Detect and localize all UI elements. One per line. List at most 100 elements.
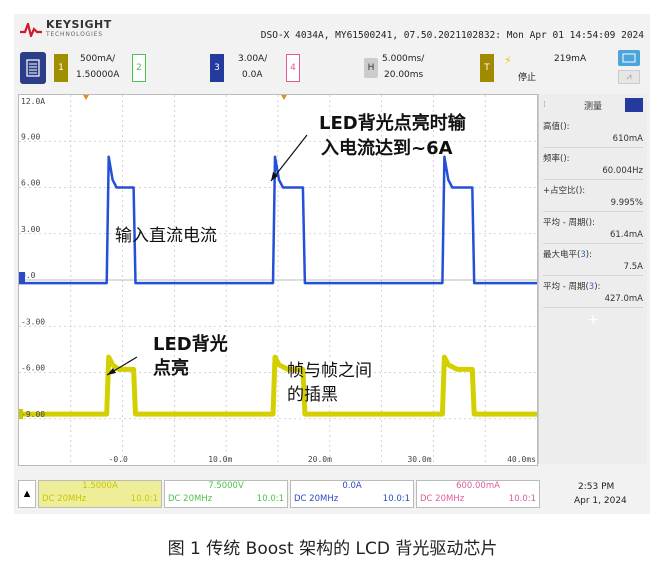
- measurement-value: 61.4mA: [543, 230, 643, 244]
- horizontal-scale: 5.000ms/: [382, 54, 425, 64]
- trigger-edge-icon: ⚡: [504, 54, 512, 67]
- brand-logo: KEYSIGHT TECHNOLOGIES: [20, 18, 112, 40]
- waveform-icon[interactable]: ⩘: [618, 70, 640, 84]
- bottom-bar: ▲ 1.5000A DC 20MHz 10.0:1 7.5000V DC 20MHz 10…: [18, 476, 646, 512]
- arrowhead-icon: [271, 172, 278, 181]
- y-tick-label: -6.00: [21, 364, 45, 373]
- brand-sub: TECHNOLOGIES: [46, 31, 103, 38]
- channel-info-cell[interactable]: 7.5000V DC 20MHz 10.0:1: [164, 480, 288, 508]
- y-tick-label: 0.0: [21, 271, 36, 280]
- trigger-level: 219mA: [554, 54, 587, 64]
- x-tick-label: 10.0m: [208, 455, 232, 464]
- trace-channel-3: [19, 155, 537, 285]
- trace-channel-1: [19, 354, 537, 417]
- channel-info-offset: 600.00mA: [456, 481, 500, 491]
- clock-date: Apr 1, 2024: [574, 496, 627, 506]
- ch3-ground-marker: [19, 272, 25, 284]
- control-row: 1 500mA/ 1.50000A 2 3 3.00A/ 0.0A 4 H 5.…: [14, 50, 650, 90]
- x-tick-label: -0.0: [109, 455, 128, 464]
- menu-button[interactable]: [20, 52, 46, 84]
- run-status: 停止: [518, 73, 537, 83]
- y-tick-label: 6.00: [21, 179, 40, 188]
- annotation-led-current: LED背光点亮时输 入电流达到~6A: [319, 111, 466, 161]
- measurement-value: 60.004Hz: [543, 166, 643, 180]
- y-tick-label: -9.00: [21, 410, 45, 419]
- annotation-black-line2: 的插黑: [287, 385, 338, 405]
- channel-info-probe: 10.0:1: [508, 494, 536, 504]
- channel-info-offset: 7.5000V: [208, 481, 244, 491]
- y-tick-label: -3.00: [21, 317, 45, 326]
- channel-info-probe: 10.0:1: [130, 494, 158, 504]
- y-tick-label: 9.00: [21, 132, 40, 141]
- measurement-header: ⁞ 测量: [539, 94, 647, 116]
- annotation-led-current-line2: 入电流达到~6A: [321, 138, 453, 159]
- ch3-offset: 0.0A: [242, 70, 263, 80]
- trigger-button[interactable]: T: [480, 54, 494, 82]
- horizontal-delay: 20.00ms: [384, 70, 424, 80]
- ch1-scale: 500mA/: [80, 54, 116, 64]
- channel-info-offset: 0.0A: [342, 481, 362, 491]
- annotation-led-on: LED背光 点亮: [153, 333, 228, 381]
- keysight-wave-icon: [20, 23, 42, 37]
- ch1-offset: 1.50000A: [76, 70, 120, 80]
- delay-marker: [281, 95, 287, 100]
- waveform-plot: 12.0A 9.00 6.00 3.00 0.0 -3.00 -6.00 -9.00 -0.0…: [18, 95, 538, 465]
- channel-info-offset: 1.5000A: [82, 481, 118, 491]
- measurement-label: 平均 - 周期(3):: [543, 282, 601, 292]
- channel-4-button[interactable]: 4: [286, 54, 300, 82]
- y-tick-label: 12.0A: [21, 97, 45, 106]
- figure-caption: 图 1 传统 Boost 架构的 LCD 背光驱动芯片: [167, 539, 498, 559]
- channel-info-bandwidth: DC 20MHz: [42, 494, 87, 504]
- measurement-value: 9.995%: [543, 198, 643, 212]
- channel-3-button[interactable]: 3: [210, 54, 224, 82]
- clock-time: 2:53 PM: [578, 482, 615, 492]
- oscilloscope-screen: KEYSIGHT TECHNOLOGIES DSO-X 4034A, MY615…: [14, 14, 650, 514]
- measurement-label: 高值():: [543, 122, 570, 132]
- document-menu-icon: [26, 59, 40, 77]
- y-tick-label: 3.00: [21, 225, 40, 234]
- measurement-settings-icon[interactable]: [625, 98, 643, 112]
- display-icon[interactable]: [618, 50, 640, 66]
- measurement-label: 平均 - 周期():: [543, 218, 595, 228]
- annotation-led-on-line2: 点亮: [153, 358, 189, 379]
- brand-name: KEYSIGHT: [46, 18, 112, 31]
- measurement-label: 频率():: [543, 154, 570, 164]
- channel-info-bandwidth: DC 20MHz: [420, 494, 465, 504]
- annotation-black-insertion: 帧与帧之间 的插黑: [287, 359, 372, 407]
- measurement-value: 427.0mA: [543, 294, 643, 308]
- channel-info-bandwidth: DC 20MHz: [168, 494, 213, 504]
- annotation-led-on-line1: LED背光: [153, 334, 228, 355]
- channel-info-probe: 10.0:1: [256, 494, 284, 504]
- channel-info-cell[interactable]: 600.00mA DC 20MHz 10.0:1: [416, 480, 540, 508]
- channel-info-probe: 10.0:1: [382, 494, 410, 504]
- annotation-black-line1: 帧与帧之间: [287, 361, 372, 381]
- measurement-panel: ⁞ 测量 高值(): 610mA 频率(): 60.004Hz +占空比(): 9.995…: [538, 94, 647, 464]
- x-tick-label: 40.0ms: [507, 455, 536, 464]
- channel-info-cell[interactable]: 1.5000A DC 20MHz 10.0:1: [38, 480, 162, 508]
- channel-info-bandwidth: DC 20MHz: [294, 494, 339, 504]
- x-tick-label: 20.0m: [308, 455, 332, 464]
- expand-up-icon[interactable]: ▲: [18, 480, 36, 508]
- channel-1-button[interactable]: 1: [54, 54, 68, 82]
- instrument-info: DSO-X 4034A, MY61500241, 07.50.202110283…: [260, 30, 644, 41]
- trigger-position-marker: [83, 95, 89, 100]
- arrowhead-icon: [107, 368, 116, 375]
- measurement-title: 测量: [583, 101, 602, 112]
- measurement-value: 610mA: [543, 134, 643, 148]
- measurement-label: +占空比():: [543, 186, 586, 196]
- channel-2-button[interactable]: 2: [132, 54, 146, 82]
- measurement-value: 7.5A: [543, 262, 643, 276]
- horizontal-button[interactable]: H: [364, 58, 378, 78]
- annotation-led-current-line1: LED背光点亮时输: [319, 113, 466, 134]
- graticule: [19, 95, 537, 465]
- measurement-label: 最大电平(3):: [543, 250, 592, 260]
- measurement-list: 高值(): 610mA 频率(): 60.004Hz +占空比(): 9.995% 平均 -…: [539, 120, 647, 308]
- annotation-dc-input: 输入直流电流: [115, 226, 217, 246]
- x-tick-label: 30.0m: [407, 455, 431, 464]
- ch1-ground-marker: [19, 409, 23, 419]
- waveform-display: 12.0A 9.00 6.00 3.00 0.0 -3.00 -6.00 -9.00 -0.0…: [18, 94, 538, 466]
- ch3-scale: 3.00A/: [238, 54, 268, 64]
- annotation-arrow-led-current: [270, 134, 308, 182]
- add-measurement-button[interactable]: +: [587, 312, 599, 328]
